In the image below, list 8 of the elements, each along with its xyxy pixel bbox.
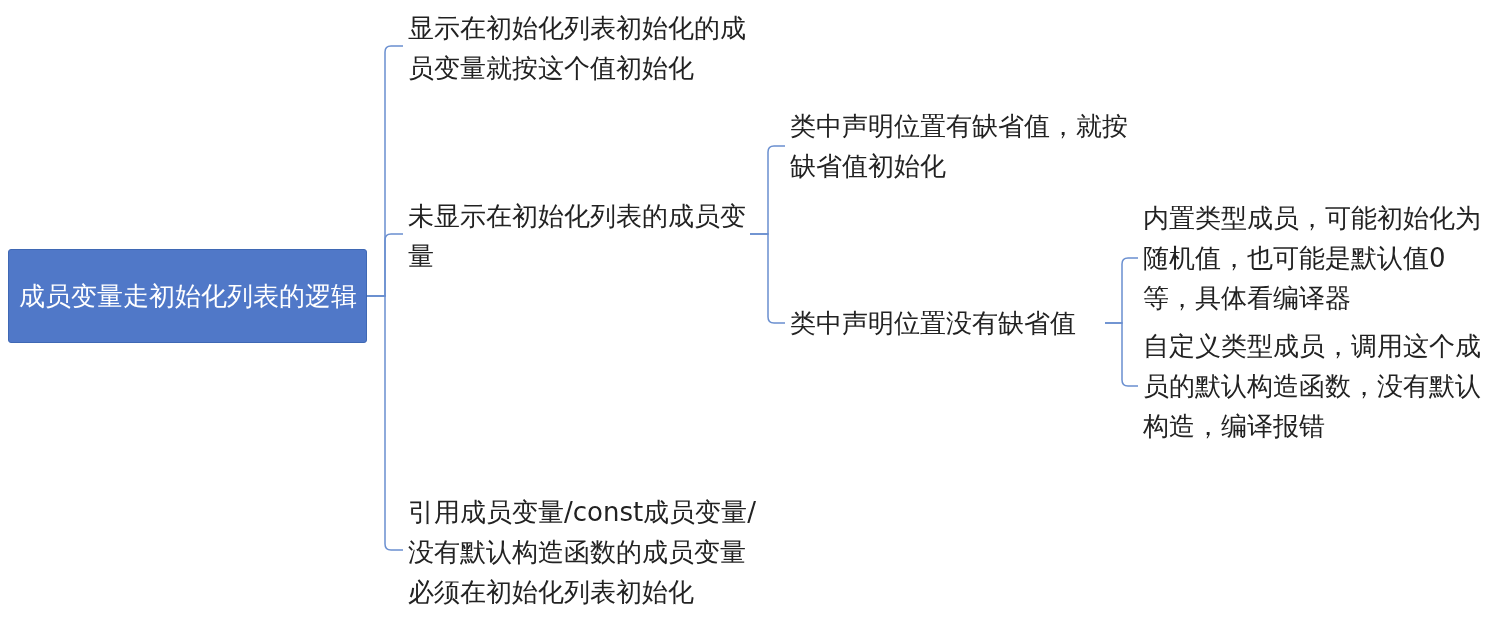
topic-label: 自定义类型成员，调用这个成员的默认构造函数，没有默认构造，编译报错 <box>1138 326 1488 446</box>
topic-label: 引用成员变量/const成员变量/没有默认构造函数的成员变量必须在初始化列表初始化 <box>403 472 763 632</box>
topic-label: 显示在初始化列表初始化的成员变量就按这个值初始化 <box>403 8 748 88</box>
topic-label: 内置类型成员，可能初始化为随机值，也可能是默认值0等，具体看编译器 <box>1138 198 1488 318</box>
central-topic-box: 成员变量走初始化列表的逻辑 <box>8 249 367 343</box>
topic-label: 类中声明位置没有缺省值 <box>785 303 1105 343</box>
topic-label: 类中声明位置有缺省值，就按缺省值初始化 <box>785 106 1130 186</box>
topic-label: 未显示在初始化列表的成员变量 <box>403 196 748 276</box>
